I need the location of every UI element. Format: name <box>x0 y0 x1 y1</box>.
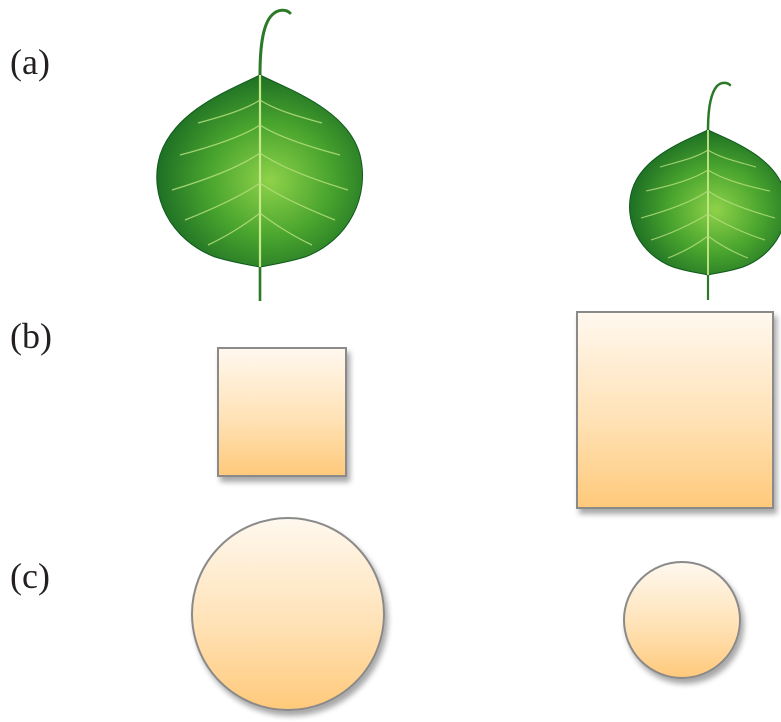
row-label-c: (c) <box>10 556 50 596</box>
square-large-shape <box>576 311 774 509</box>
circle-large-shape <box>191 517 385 711</box>
leaf-small-icon <box>629 81 781 300</box>
row-label-a: (a) <box>10 42 50 82</box>
leaf-large-icon <box>156 8 364 301</box>
row-label-b: (b) <box>10 316 52 356</box>
circle-small-shape <box>623 561 741 679</box>
square-small-shape <box>217 347 347 477</box>
